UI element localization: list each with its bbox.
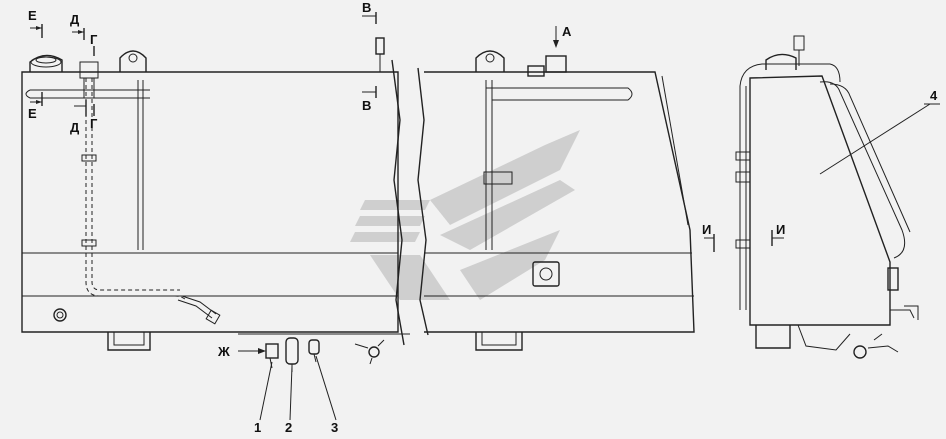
label-D-top: Д [70, 12, 80, 27]
label-D-bottom: Д [70, 120, 80, 135]
label-E-bottom: Е [28, 106, 37, 121]
section-marker-D-top [72, 28, 85, 40]
label-G-top: Г [90, 32, 98, 47]
label-G-bottom: Г [90, 116, 98, 131]
watermark-logo [350, 130, 580, 300]
label-E-top: Е [28, 8, 37, 23]
section-marker-E-top [30, 24, 43, 38]
label-V-bottom: В [362, 98, 371, 113]
label-I-right: И [776, 222, 785, 237]
label-I-left: И [702, 222, 711, 237]
bottom-valve-assembly [238, 333, 410, 372]
leader-lines [259, 103, 940, 421]
callout-2: 2 [285, 420, 292, 435]
section-marker-I [704, 230, 784, 252]
section-marker-V [362, 12, 385, 98]
side-view-tank [735, 35, 919, 359]
view-marker-Zh [238, 348, 266, 354]
section-marker-E-bottom [30, 92, 43, 106]
label-V-top: В [362, 0, 371, 15]
main-tank-right-part [424, 50, 695, 351]
label-Zh: Ж [217, 344, 230, 359]
break-line [391, 59, 429, 346]
callout-3: 3 [331, 420, 338, 435]
label-A: А [562, 24, 572, 39]
callout-4: 4 [930, 88, 938, 103]
main-tank-left-part [21, 50, 399, 351]
callout-1: 1 [254, 420, 261, 435]
section-marker-D-bottom [74, 100, 87, 116]
view-marker-A [553, 26, 559, 48]
